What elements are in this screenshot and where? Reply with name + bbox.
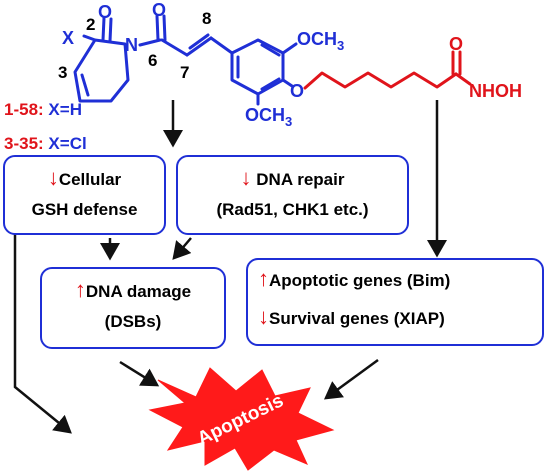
position-7-label: 7 — [180, 63, 189, 82]
box-gsh-defense: ↓Cellular GSH defense — [3, 155, 166, 235]
genes-line1: ↑Apoptotic genes (Bim) — [258, 268, 542, 292]
compound-3-35-formula: X=Cl — [48, 134, 87, 153]
atom-ome-top-label: OCH3 — [297, 29, 344, 53]
compound-3-35: 3-35: X=Cl — [4, 134, 87, 154]
box-dna-damage: ↑DNA damage (DSBs) — [40, 267, 226, 349]
molecule-core — [73, 14, 298, 106]
atom-o-enone-label: O — [152, 0, 166, 20]
atom-o-ether-label: O — [290, 81, 304, 101]
ome-top-sub: 3 — [337, 38, 344, 53]
arrow-genes-to-apoptosis — [323, 358, 379, 400]
arrow-damage-to-apoptosis — [119, 360, 160, 387]
ome-top-text: OCH — [297, 29, 337, 49]
atom-o-lactam-label: O — [98, 2, 112, 22]
atom-x-label: X — [62, 28, 74, 48]
flow-arrows — [13, 100, 447, 434]
ome-bottom-text: OCH — [245, 105, 285, 125]
atom-o-amide-label: O — [449, 34, 463, 54]
repair-line2: (Rad51, CHK1 etc.) — [216, 200, 369, 219]
box-genes: ↑Apoptotic genes (Bim) ↓Survival genes (… — [246, 258, 544, 346]
genes-line2-text: Survival genes (XIAP) — [269, 309, 445, 328]
gsh-line2: GSH defense — [31, 200, 138, 219]
ome-bottom-sub: 3 — [285, 114, 292, 129]
position-8-label: 8 — [202, 9, 211, 28]
arrow-repair-to-damage — [172, 237, 192, 260]
genes-line2: ↓Survival genes (XIAP) — [258, 306, 542, 330]
down-arrow-icon: ↓ — [258, 304, 269, 329]
up-arrow-icon: ↑ — [74, 277, 86, 302]
up-arrow-icon: ↑ — [258, 266, 269, 291]
position-2-label: 2 — [86, 15, 95, 34]
atom-nhoh-label: NHOH — [469, 81, 522, 101]
compound-3-35-id: 3-35: — [4, 134, 44, 153]
linker-chain — [303, 50, 472, 90]
box-dna-repair: ↓ DNA repair (Rad51, CHK1 etc.) — [176, 155, 409, 235]
damage-line2: (DSBs) — [104, 312, 162, 331]
atom-n-label: N — [125, 35, 138, 55]
compound-1-58-id: 1-58: — [4, 100, 44, 119]
damage-line1: ↑DNA damage — [42, 279, 224, 303]
gsh-line1-text: Cellular — [58, 170, 122, 189]
position-3-label: 3 — [58, 63, 67, 82]
repair-line1-text: DNA repair — [256, 170, 345, 189]
damage-line1-text: DNA damage — [85, 282, 192, 301]
genes-line1-text: Apoptotic genes (Bim) — [269, 271, 451, 290]
compound-1-58: 1-58: X=H — [4, 100, 82, 120]
atom-ome-bottom-label: OCH3 — [245, 105, 292, 129]
down-arrow-icon: ↓ — [240, 165, 252, 190]
arrow-gsh-to-apoptosis — [13, 232, 72, 434]
compound-1-58-formula: X=H — [48, 100, 82, 119]
down-arrow-icon: ↓ — [47, 165, 59, 190]
apoptosis-burst: Apoptosis — [148, 367, 335, 471]
position-6-label: 6 — [148, 51, 157, 70]
gsh-line1: ↓Cellular — [5, 167, 164, 191]
repair-line1: ↓ DNA repair — [178, 167, 407, 191]
